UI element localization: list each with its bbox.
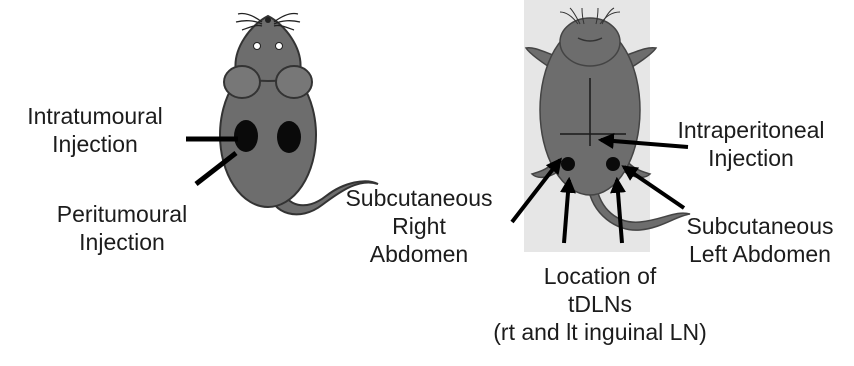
label-intraperitoneal-injection: Intraperitoneal Injection [660,116,842,172]
mouse-ear-left [224,66,260,98]
label-peritumoural-injection: Peritumoural Injection [36,200,208,256]
ventral-head [560,18,620,66]
tumour-right [277,121,301,153]
label-subcutaneous-left-abdomen: Subcutaneous Left Abdomen [670,212,850,268]
tumour-left [234,120,258,152]
label-subcutaneous-right-abdomen: Subcutaneous Right Abdomen [340,184,498,268]
mouse-ear-right [276,66,312,98]
label-intratumoural-injection: Intratumoural Injection [4,102,186,158]
inguinal-node-right [561,157,575,171]
inguinal-node-left [606,157,620,171]
label-location-tdlns: Location of tDLNs (rt and lt inguinal LN… [460,262,740,346]
